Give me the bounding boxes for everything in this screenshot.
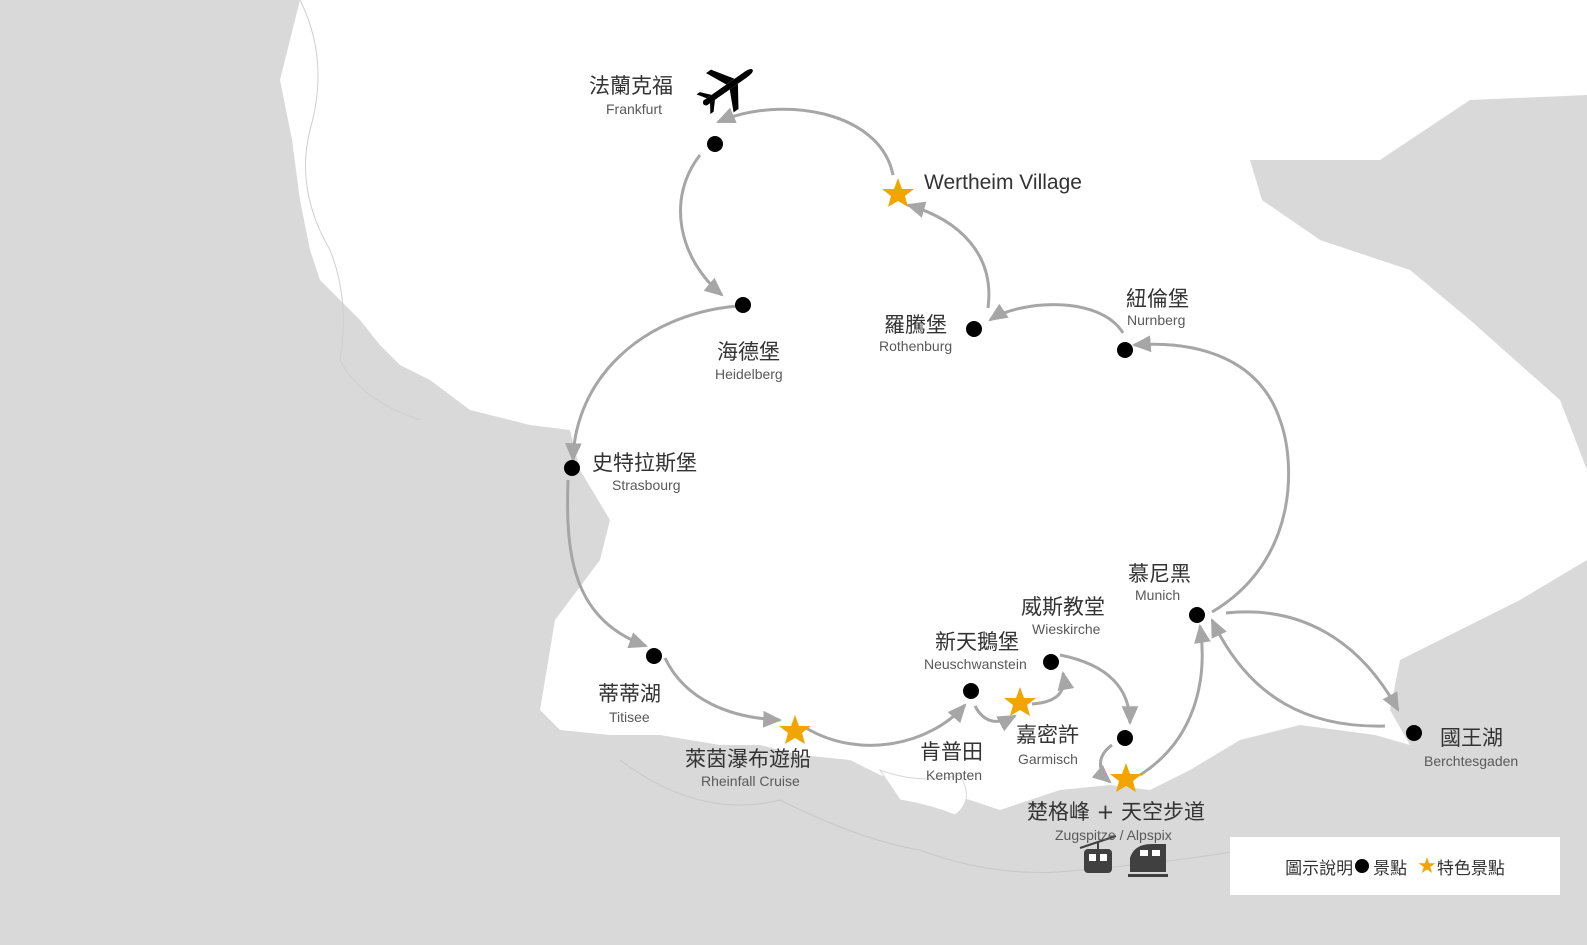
route-frankfurt-heidelberg	[679, 154, 724, 297]
label-titisee-en: Titisee	[609, 709, 650, 725]
stop-munich	[1189, 607, 1205, 623]
legend-title: 圖示說明	[1285, 858, 1354, 879]
stop-nurnberg	[1117, 342, 1133, 358]
label-nurnberg-en: Nurnberg	[1127, 312, 1186, 328]
label-rheinfall-en: Rheinfall Cruise	[701, 773, 800, 789]
label-neuschwanstein-en: Neuschwanstein	[924, 656, 1027, 672]
legend-featured-label: 特色景點	[1436, 858, 1505, 879]
featured-stops	[779, 178, 1142, 792]
label-titisee-zh: 蒂蒂湖	[598, 682, 661, 706]
map-legend: 圖示說明 景點 ★ 特色景點	[1230, 837, 1560, 895]
route-rheinfall-kempten	[805, 703, 967, 747]
route-zugspitze-munich	[1139, 623, 1211, 777]
stop-frankfurt	[707, 136, 723, 152]
route-paths	[565, 107, 1400, 784]
route-wieskirche-garmisch	[1059, 653, 1139, 726]
label-wieskirche-en: Wieskirche	[1032, 621, 1101, 637]
legend-stop-label: 景點	[1373, 858, 1408, 879]
label-garmisch-en: Garmisch	[1018, 751, 1078, 767]
route-rothenburg-wertheim	[905, 201, 991, 309]
label-rheinfall-zh: 萊茵瀑布遊船	[685, 747, 811, 771]
route-star-wieskirche	[1031, 670, 1075, 706]
star-hohenschwangau	[1004, 687, 1036, 716]
stop-heidelberg	[735, 297, 751, 313]
label-neuschwanstein-zh: 新天鵝堡	[935, 630, 1019, 654]
label-heidelberg-zh: 海德堡	[717, 340, 780, 364]
stop-titisee	[646, 648, 662, 664]
route-heidelberg-strasbourg	[565, 304, 738, 463]
label-zugspitze-en: Zugspitze / Alpspix	[1055, 827, 1172, 843]
route-wertheim-frankfurt	[716, 107, 895, 176]
river-line	[299, 0, 421, 421]
stop-kempten	[963, 683, 979, 699]
label-munich-zh: 慕尼黑	[1128, 562, 1191, 586]
route-strasbourg-titisee	[566, 479, 648, 649]
label-berchtesgaden-en: Berchtesgaden	[1424, 753, 1519, 769]
star-rheinfall	[779, 715, 811, 744]
route-munich-berchtesgaden	[1225, 610, 1400, 712]
route-garmisch-zugspitze	[1091, 743, 1113, 784]
airplane-icon	[696, 69, 753, 115]
label-rothenburg-zh: 羅騰堡	[884, 313, 947, 337]
label-nurnberg-zh: 紐倫堡	[1126, 287, 1189, 311]
label-strasbourg-en: Strasbourg	[612, 477, 681, 493]
stop-strasbourg	[564, 460, 580, 476]
label-berchtesgaden-zh: 國王湖	[1440, 726, 1503, 750]
label-rothenburg-en: Rothenburg	[879, 338, 953, 354]
route-berchtesgaden-munich	[1210, 618, 1386, 728]
label-heidelberg-en: Heidelberg	[715, 366, 783, 382]
label-kempten-zh: 肯普田	[920, 740, 983, 764]
lake-shape	[878, 768, 967, 816]
route-munich-nurnberg	[1131, 335, 1291, 614]
label-garmisch-zh: 嘉密許	[1016, 723, 1079, 747]
stop-berchtesgaden	[1406, 725, 1422, 741]
legend-stop-icon	[1355, 859, 1370, 873]
region-area	[280, 0, 1587, 810]
label-munich-en: Munich	[1135, 587, 1181, 603]
label-kempten-en: Kempten	[926, 767, 983, 783]
stop-rothenburg	[966, 321, 982, 337]
stop-wieskirche	[1043, 654, 1059, 670]
train-icon	[1128, 844, 1168, 877]
label-frankfurt-en: Frankfurt	[606, 101, 663, 117]
route-titisee-rheinfall	[663, 657, 783, 728]
cable-car-icon	[1079, 835, 1117, 873]
route-kempten-star	[973, 705, 1017, 732]
label-strasbourg-zh: 史特拉斯堡	[592, 451, 697, 475]
label-wertheim: Wertheim Village	[924, 171, 1082, 194]
star-wertheim	[882, 178, 914, 207]
stops	[564, 136, 1422, 746]
star-zugspitze	[1110, 763, 1142, 792]
label-wieskirche-zh: 威斯教堂	[1021, 595, 1105, 619]
label-frankfurt-zh: 法蘭克福	[589, 74, 673, 98]
route-nurnberg-rothenburg	[988, 303, 1125, 334]
legend-star-icon: ★	[1417, 853, 1437, 879]
label-zugspitze-zh: 楚格峰 + 天空步道	[1027, 800, 1205, 824]
stop-garmisch	[1117, 730, 1133, 746]
